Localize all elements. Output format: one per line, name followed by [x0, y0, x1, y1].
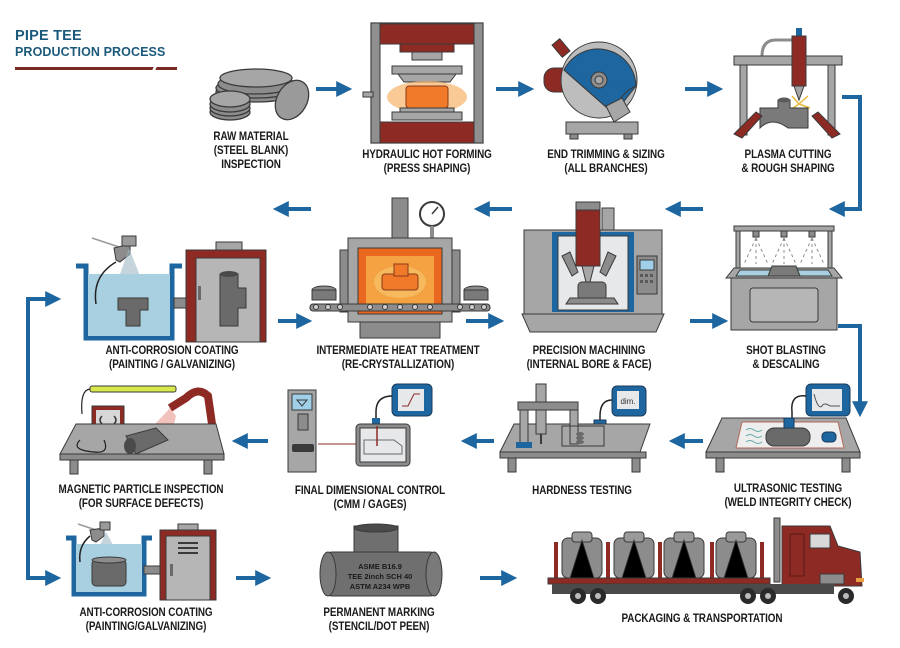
marking-line-3: ASTM A234 WPB	[350, 582, 411, 591]
label-line: END TRIMMING & SIZING	[547, 149, 665, 161]
label-line: PLASMA CUTTING	[744, 149, 832, 161]
step-label: END TRIMMING & SIZING (ALL BRANCHES)	[547, 148, 665, 176]
label-line: & DESCALING	[752, 359, 820, 371]
arrow-loop-to-coating-1	[26, 291, 62, 578]
plasma-cutter-gantry-icon	[733, 28, 843, 139]
label-line: (FOR SURFACE DEFECTS)	[78, 498, 204, 510]
hydraulic-press-icon	[362, 22, 484, 144]
coating-tank-and-oven-icon	[76, 235, 267, 343]
label-line: ULTRASONIC TESTING	[733, 483, 843, 495]
flatbed-truck-icon	[547, 517, 864, 604]
step-label: INTERMEDIATE HEAT TREATMENT (RE-CRYSTALL…	[316, 344, 479, 372]
step-label: PRECISION MACHINING (INTERNAL BORE & FAC…	[527, 344, 652, 372]
label-line: & ROUGH SHAPING	[741, 163, 835, 175]
step-label: PLASMA CUTTING & ROUGH SHAPING	[741, 148, 834, 176]
label-line: INTERMEDIATE HEAT TREATMENT	[316, 345, 480, 357]
hardness-tester-icon: dim.	[499, 383, 651, 473]
label-line: SHOT BLASTING	[746, 345, 826, 357]
step-label: ANTI-CORROSION COATING (PAINTING/GALVANI…	[79, 606, 212, 634]
title-line-1: PIPE TEE	[15, 28, 82, 44]
step-label: ANTI-CORROSION COATING (PAINTING / GALVA…	[105, 344, 238, 372]
label-line: HARDNESS TESTING	[532, 485, 632, 497]
label-line: PRECISION MACHINING	[532, 345, 646, 357]
label-line: (RE-CRYSTALLIZATION)	[341, 359, 455, 371]
label-line: (PAINTING / GALVANIZING)	[109, 359, 235, 371]
shot-blast-cabinet-icon	[724, 225, 844, 331]
diagram-title: PIPE TEE PRODUCTION PROCESS	[15, 28, 177, 70]
step-label: SHOT BLASTING & DESCALING	[746, 344, 826, 372]
step-label: FINAL DIMENSIONAL CONTROL (CMM / GAGES)	[295, 484, 445, 512]
title-line-2: PRODUCTION PROCESS	[15, 45, 166, 59]
label-line: RAW MATERIAL	[213, 131, 289, 143]
label-line: (PRESS SHAPING)	[383, 163, 471, 175]
label-line: INSPECTION	[221, 159, 281, 171]
heat-treatment-furnace-icon	[309, 197, 491, 339]
marking-line-2: TEE 2inch SCH 40	[348, 572, 413, 581]
label-line: ANTI-CORROSION COATING	[79, 607, 213, 619]
label-line: (STENCIL/DOT PEEN)	[328, 621, 430, 633]
label-line: (WELD INTEGRITY CHECK)	[724, 497, 852, 509]
title-underline	[15, 67, 177, 70]
step-label: MAGNETIC PARTICLE INSPECTION (FOR SURFAC…	[59, 483, 224, 511]
label-line: HYDRAULIC HOT FORMING	[362, 149, 492, 161]
cmm-gauge-icon	[287, 383, 433, 473]
cutoff-saw-icon	[543, 37, 639, 140]
label-line: MAGNETIC PARTICLE INSPECTION	[58, 484, 224, 496]
label-line: ANTI-CORROSION COATING	[105, 345, 239, 357]
label-line: (CMM / GAGES)	[333, 499, 407, 511]
marking-line-1: ASME B16.9	[358, 562, 402, 571]
step-label: ULTRASONIC TESTING (WELD INTEGRITY CHECK…	[724, 482, 851, 510]
arrow-loop-to-coating-2	[26, 520, 62, 586]
cnc-machine-icon	[521, 201, 665, 333]
magnetic-particle-bench-icon	[59, 385, 225, 475]
step-label: PERMANENT MARKING (STENCIL/DOT PEEN)	[323, 606, 434, 634]
label-line: FINAL DIMENSIONAL CONTROL	[294, 485, 446, 497]
marked-pipe-tee-icon: ASME B16.9 TEE 2inch SCH 40 ASTM A234 WP…	[319, 523, 443, 597]
ultrasonic-tester-icon	[705, 383, 861, 473]
step-label: HYDRAULIC HOT FORMING (PRESS SHAPING)	[362, 148, 492, 176]
label-line: PERMANENT MARKING	[323, 607, 435, 619]
steel-blank-stack-icon	[209, 68, 310, 121]
coating-tank-and-cabinet-icon	[66, 521, 217, 601]
step-label: RAW MATERIAL (STEEL BLANK) INSPECTION	[213, 130, 288, 172]
screen-text: dim.	[620, 397, 635, 406]
label-line: (INTERNAL BORE & FACE)	[526, 359, 652, 371]
label-line: (PAINTING/GALVANIZING)	[85, 621, 207, 633]
label-line: (ALL BRANCHES)	[564, 163, 648, 175]
label-line: (STEEL BLANK)	[213, 145, 289, 157]
step-label: HARDNESS TESTING	[532, 484, 632, 498]
label-line: PACKAGING & TRANSPORTATION	[621, 613, 783, 625]
step-label: PACKAGING & TRANSPORTATION	[622, 612, 783, 626]
